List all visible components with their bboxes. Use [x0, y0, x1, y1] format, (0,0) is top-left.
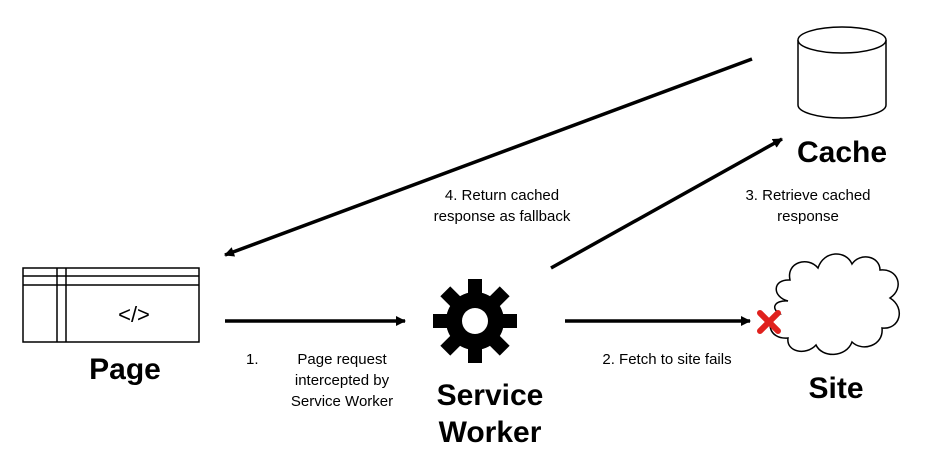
cache-label: Cache — [797, 136, 887, 169]
service-worker-label-line2: Worker — [439, 416, 542, 449]
service-worker-label-line1: Service — [437, 379, 544, 412]
database-cylinder-icon — [797, 26, 887, 119]
browser-window-icon: </> — [22, 267, 200, 343]
arrow-cache-to-page — [224, 57, 753, 257]
page-label: Page — [89, 353, 161, 386]
step1-line3: Service Worker — [291, 393, 393, 410]
step1-line2: intercepted by — [295, 372, 390, 389]
step4-line2: response as fallback — [434, 208, 571, 225]
step2-line1: 2. Fetch to site fails — [602, 351, 731, 368]
cloud-icon — [769, 253, 900, 356]
step3-line2: response — [777, 208, 839, 225]
step1-number: 1. — [246, 351, 259, 368]
step4-line1: 4. Return cached — [445, 187, 559, 204]
arrow-service-worker-to-cache — [550, 137, 783, 270]
gear-icon — [433, 279, 517, 363]
step3-line1: 3. Retrieve cached — [745, 187, 870, 204]
fail-x-icon — [757, 310, 781, 334]
code-glyph: </> — [118, 302, 150, 327]
site-label: Site — [808, 372, 863, 405]
step1-line1: Page request — [297, 351, 387, 368]
